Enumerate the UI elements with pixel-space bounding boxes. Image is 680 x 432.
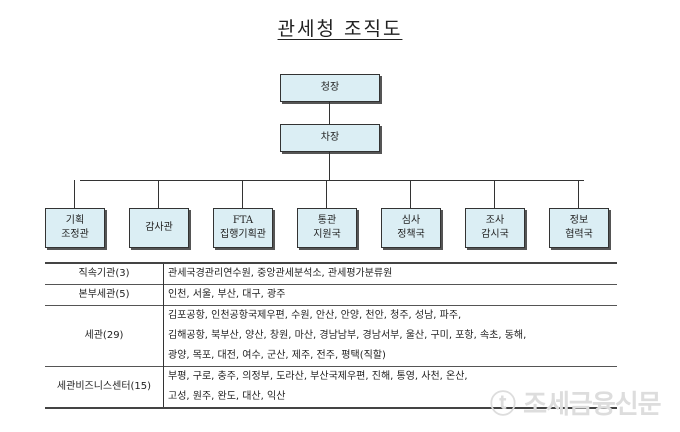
row-label: 세관(29) bbox=[45, 305, 164, 367]
connector-line bbox=[74, 180, 75, 208]
unit-line: 정책국 bbox=[397, 229, 425, 240]
unit-line: FTA bbox=[232, 215, 254, 226]
row-value-line: 광양, 목포, 대전, 여수, 군산, 제주, 전주, 평택(직할) bbox=[168, 350, 386, 361]
unit-line: 기획 bbox=[65, 215, 85, 226]
row-value-line: 관세국경관리연수원, 중앙관세분석소, 관세평가분류원 bbox=[168, 268, 393, 279]
title-text: 관세청 조직도 bbox=[277, 18, 403, 40]
connector-line bbox=[326, 180, 327, 208]
connector-line bbox=[242, 180, 243, 208]
row-values: 관세국경관리연수원, 중앙관세분석소, 관세평가분류원 bbox=[164, 263, 618, 285]
unit-line: 심사 bbox=[401, 215, 421, 226]
unit-line: 정보 bbox=[569, 215, 589, 226]
connector-line bbox=[494, 180, 495, 208]
watermark-text: 조세금융신문 bbox=[523, 390, 662, 420]
box-unit: FTA 집행기획관 bbox=[213, 208, 273, 248]
row-values: 부평, 구로, 충주, 의정부, 도라산, 부산국제우편, 진해, 통영, 사천… bbox=[164, 367, 618, 409]
unit-line: 협력국 bbox=[565, 229, 593, 240]
unit-line: 집행기획관 bbox=[220, 229, 266, 240]
row-value-line: 김해공항, 북부산, 양산, 창원, 마산, 경남남부, 경남서부, 울산, 구… bbox=[168, 330, 527, 341]
unit-line: 감사관 bbox=[145, 222, 173, 233]
unit-line: 조정관 bbox=[61, 229, 89, 240]
box-commissioner: 청장 bbox=[280, 74, 380, 102]
row-label: 직속기관(3) bbox=[45, 263, 164, 285]
table-row: 직속기관(3) 관세국경관리연수원, 중앙관세분석소, 관세평가분류원 bbox=[45, 263, 617, 285]
unit-line: 감시국 bbox=[481, 229, 509, 240]
table-row: 세관비즈니스센터(15) 부평, 구로, 충주, 의정부, 도라산, 부산국제우편… bbox=[45, 366, 618, 409]
unit-line: 조사 bbox=[485, 215, 505, 226]
box-deputy: 차장 bbox=[280, 124, 380, 152]
unit-line: 지원국 bbox=[313, 229, 341, 240]
table-row: 본부세관(5) 인천, 서울, 부산, 대구, 광주 bbox=[45, 284, 618, 306]
connector-bus bbox=[80, 180, 584, 181]
row-value-line: 인천, 서울, 부산, 대구, 광주 bbox=[168, 289, 286, 300]
row-label: 본부세관(5) bbox=[45, 284, 164, 306]
row-value-line: 고성, 원주, 완도, 대산, 익산 bbox=[168, 391, 286, 402]
connector-line bbox=[410, 180, 411, 208]
box-unit: 감사관 bbox=[129, 208, 189, 248]
row-label: 세관비즈니스센터(15) bbox=[45, 366, 164, 408]
row-value-line: 부평, 구로, 충주, 의정부, 도라산, 부산국제우편, 진해, 통영, 사천… bbox=[168, 371, 468, 382]
row-values: 인천, 서울, 부산, 대구, 광주 bbox=[164, 285, 618, 306]
connector-line bbox=[158, 180, 159, 208]
table-row: 세관(29) 김포공항, 인천공항국제우편, 수원, 안산, 안양, 천안, 청주… bbox=[45, 305, 618, 367]
connector-line bbox=[578, 180, 579, 208]
row-value-line: 김포공항, 인천공항국제우편, 수원, 안산, 안양, 천안, 청주, 성남, … bbox=[168, 310, 462, 321]
unit-line: 통관 bbox=[317, 215, 337, 226]
connector-line bbox=[329, 101, 330, 124]
page-title: 관세청 조직도 bbox=[0, 14, 680, 41]
row-values: 김포공항, 인천공항국제우편, 수원, 안산, 안양, 천안, 청주, 성남, … bbox=[164, 306, 618, 367]
watermark: ⓣ 조세금융신문 bbox=[490, 390, 662, 420]
connector-line bbox=[329, 151, 330, 180]
